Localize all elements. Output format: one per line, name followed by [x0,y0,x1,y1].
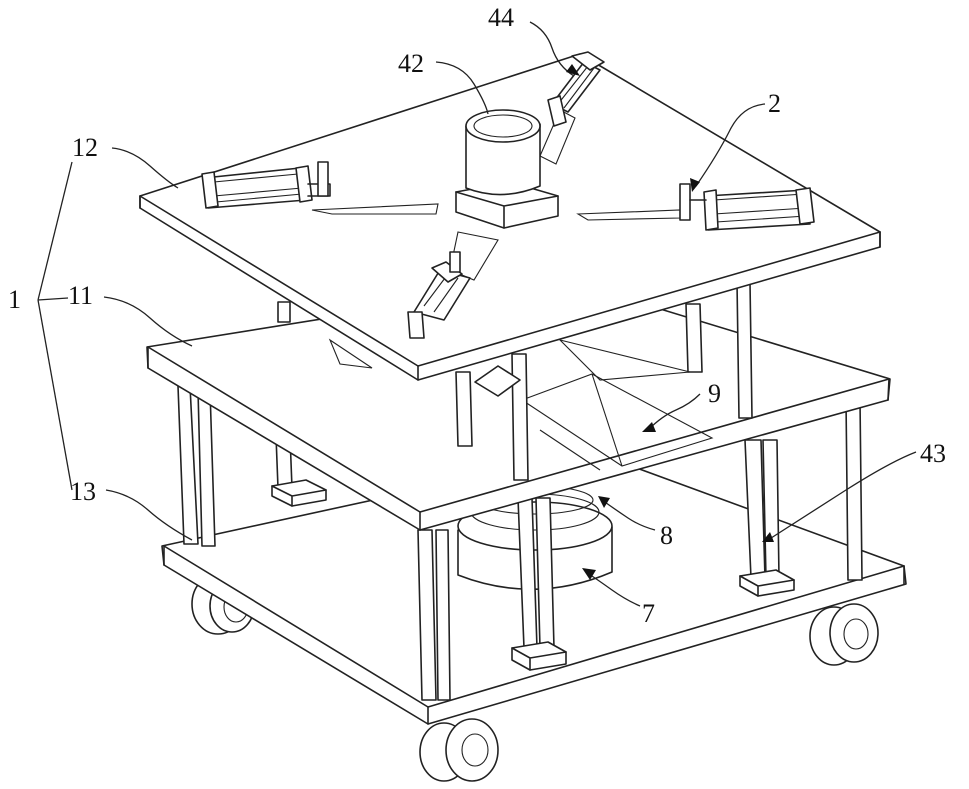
wheel-rear-right [810,604,878,665]
label-assembly: 1 [8,285,21,314]
label-turntable: 9 [708,379,721,408]
label-motor: 42 [398,49,424,78]
label-clamp-cylinder: 44 [488,3,514,32]
wheel-front-left [420,719,498,781]
label-rotary-base: 7 [642,599,655,628]
label-top-plate: 12 [72,133,98,162]
label-middle-plate: 11 [68,281,93,310]
label-positioning-rod: 2 [768,89,781,118]
label-bearing-ring: 8 [660,521,673,550]
label-support-column: 43 [920,439,946,468]
label-bottom-plate: 13 [70,477,96,506]
